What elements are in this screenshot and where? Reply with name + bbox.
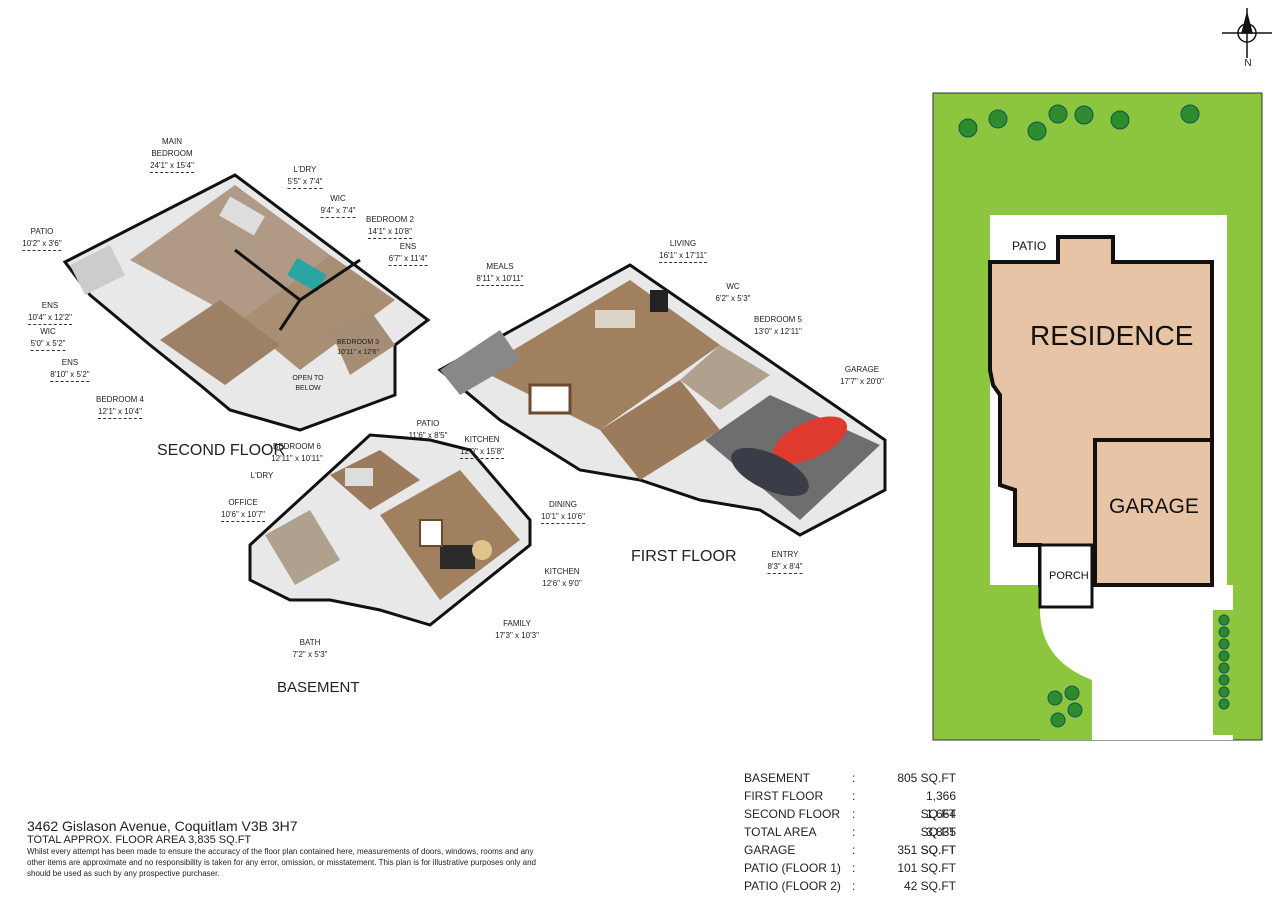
area-name: PATIO (FLOOR 2) [744,879,841,893]
area-row: PATIO (FLOOR 1): 101 SQ.FT [744,859,956,877]
area-row: PATIO (FLOOR 2): 42 SQ.FT [744,877,956,895]
area-value: 351 SQ.FT [897,843,956,857]
area-sep: : [852,789,856,803]
area-value: 805 SQ.FT [897,771,956,785]
basement-plan [248,433,532,627]
compass-icon [1222,8,1272,58]
site-patio-label: PATIO [1012,239,1047,253]
site-residence-label: RESIDENCE [1030,320,1194,351]
area-sep: : [852,771,856,785]
site-plan [932,92,1263,741]
area-sep: : [852,825,856,839]
address-line: 3462 Gislason Avenue, Coquitlam V3B 3H7 [27,818,298,834]
first-floor-plan [437,263,887,537]
open-to-below-label: OPEN TO BELOW [292,375,324,392]
area-name: BASEMENT [744,771,811,785]
area-row: GARAGE: 351 SQ.FT [744,841,956,859]
area-name: TOTAL AREA [744,825,817,839]
area-value: 3,835 SQ.FT [920,825,956,857]
address-block: 3462 Gislason Avenue, Coquitlam V3B 3H7 … [27,818,547,879]
area-sep: : [852,879,856,893]
area-sep: : [852,843,856,857]
area-name: PATIO (FLOOR 1) [744,861,841,875]
area-value: 1,664 SQ.FT [920,807,956,839]
area-row: SECOND FLOOR: 1,664 SQ.FT [744,805,956,839]
area-name: GARAGE [744,843,796,857]
total-area-line: TOTAL APPROX. FLOOR AREA 3,835 SQ.FT [27,834,252,846]
first-floor-title: FIRST FLOOR [631,548,737,565]
area-sep: : [852,807,856,821]
area-summary-table: BASEMENT: 805 SQ.FT FIRST FLOOR: 1,366 SQ.… [744,769,956,895]
area-row: FIRST FLOOR: 1,366 SQ.FT [744,787,956,821]
area-row: BASEMENT: 805 SQ.FT [744,769,956,787]
basement-title: BASEMENT [277,679,360,696]
compass-label: N [1244,58,1252,69]
second-floor-plan [62,173,431,432]
area-row: TOTAL AREA: 3,835 SQ.FT [744,823,956,857]
area-value: 42 SQ.FT [903,879,956,893]
site-garage-label: GARAGE [1109,495,1199,518]
area-name: FIRST FLOOR [744,789,824,803]
room-label: L'DRY [250,471,274,480]
disclaimer: Whilst every attempt has been made to en… [27,847,536,878]
area-value: 1,366 SQ.FT [920,789,956,821]
area-value: 101 SQ.FT [897,861,956,875]
site-porch-label: PORCH [1049,570,1089,582]
second-floor-title: SECOND FLOOR [157,442,286,459]
area-sep: : [852,861,856,875]
area-name: SECOND FLOOR [744,807,841,821]
